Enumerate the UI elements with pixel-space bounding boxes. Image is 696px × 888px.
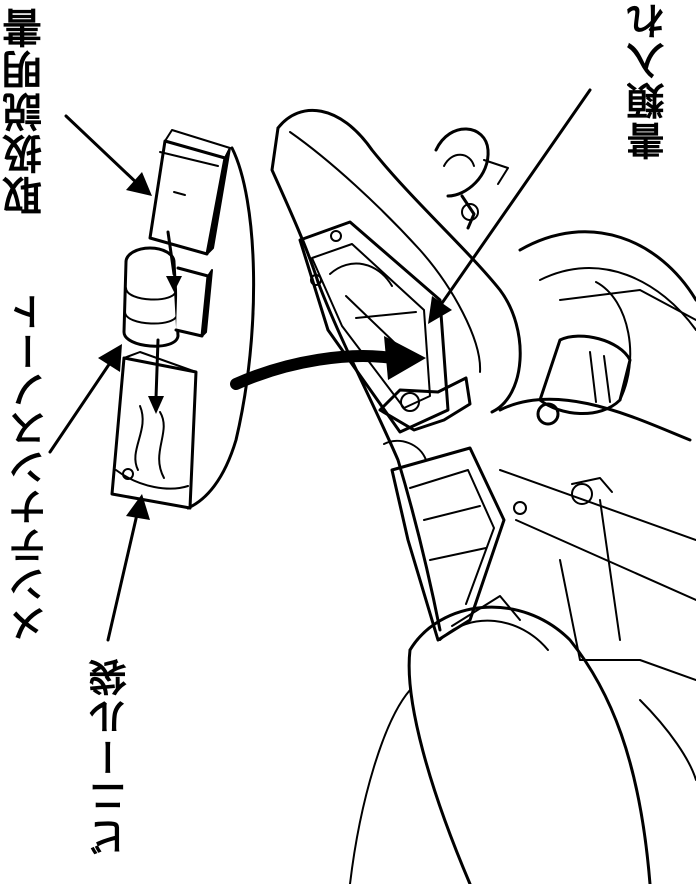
holder-leader (438, 88, 592, 308)
documents-group (110, 129, 256, 510)
manual-booklet (148, 129, 231, 256)
leader-lines (48, 88, 592, 642)
note-leader (48, 358, 114, 454)
manual-leader (64, 114, 142, 188)
bag-leader (106, 508, 140, 642)
motorcycle-rear (270, 108, 696, 886)
label-maintenance-note: メンテナンスノート (9, 292, 53, 643)
insert-arrow (230, 336, 426, 390)
label-document-holder: 書類入れ (627, 0, 671, 160)
label-owners-manual: 取扱説明書 (3, 6, 49, 216)
label-vinyl-bag: ビニール袋 (89, 656, 133, 856)
vinyl-bag (110, 338, 198, 510)
maintenance-note-roll (122, 230, 213, 348)
document-holder (298, 220, 450, 434)
